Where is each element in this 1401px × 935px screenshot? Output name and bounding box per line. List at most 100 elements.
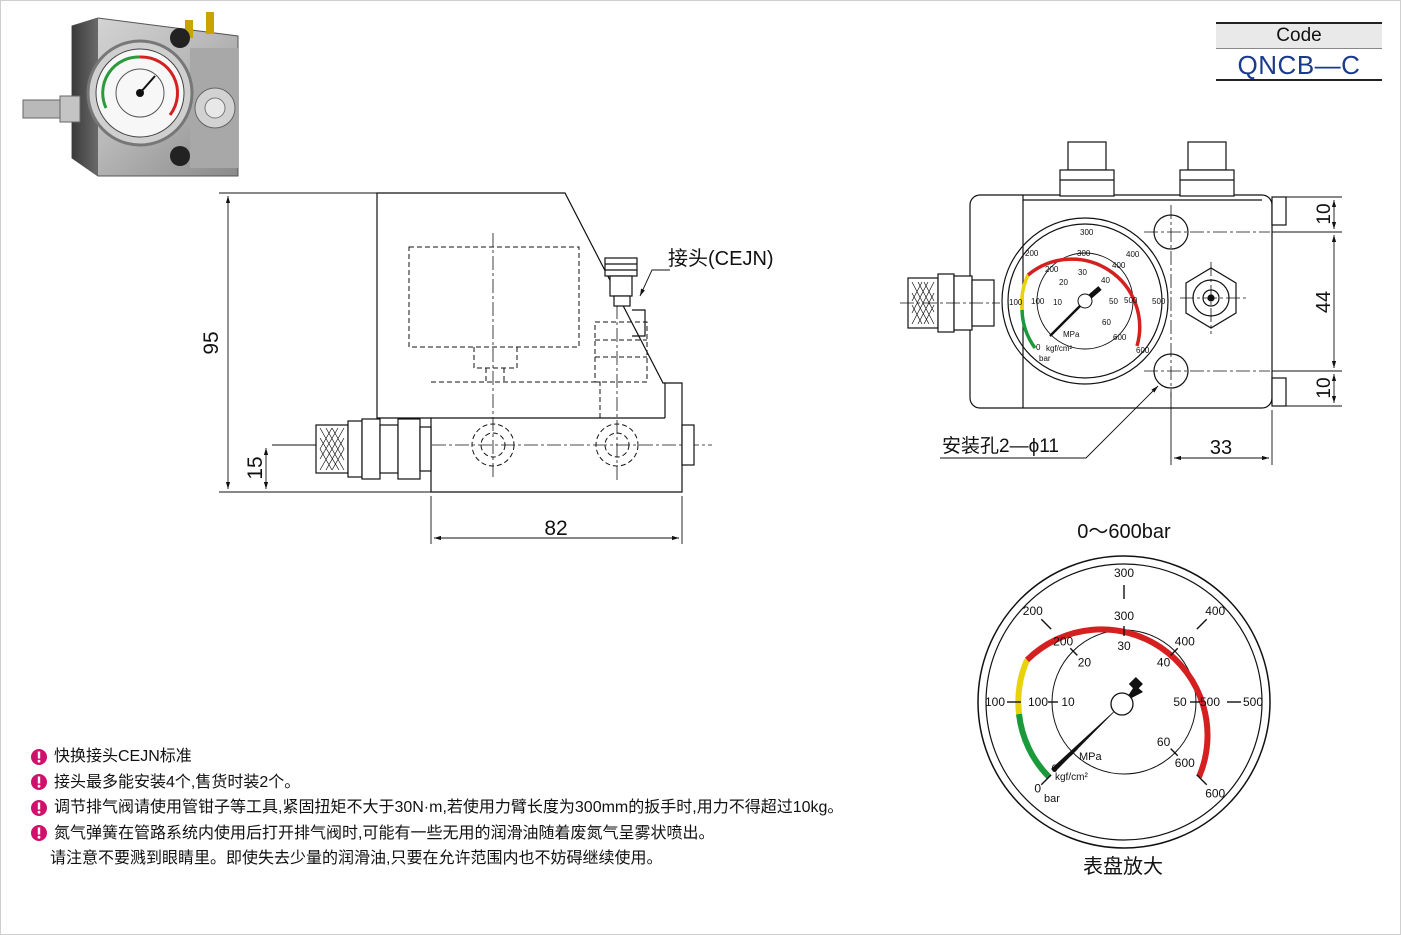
- note-item-continued: 请注意不要溅到眼睛里。即使失去少量的润滑油,只要在允许范围内也不妨碍继续使用。: [30, 846, 1010, 872]
- gauge-inner-label: 50: [1173, 695, 1187, 709]
- gauge-inner-label: 30: [1117, 639, 1131, 653]
- front-center-lines: [900, 205, 1270, 398]
- gauge-inner-label: 40: [1157, 656, 1171, 670]
- front-gauge-arcs: [1019, 257, 1142, 350]
- side-connector-cejn: [604, 257, 646, 337]
- dim-front-offset-33: 33: [1210, 437, 1232, 459]
- gauge-bezel-outer: [977, 555, 1271, 849]
- gauge-needle: [1051, 676, 1143, 772]
- dim-bottom-15: 15: [244, 456, 267, 479]
- svg-text:400: 400: [1126, 250, 1140, 259]
- gauge-outer-label: 500: [1243, 695, 1263, 709]
- note-item: 氮气弹簧在管路系统内使用后打开排气阀时,可能有一些无用的润滑油随着废氮气呈雾状喷…: [30, 821, 1010, 847]
- code-header: Code: [1216, 22, 1382, 49]
- warning-bullet-icon: [31, 774, 47, 791]
- warning-bullet-icon: [31, 825, 47, 842]
- gauge-inner-tick: [1069, 647, 1078, 656]
- svg-text:600: 600: [1136, 346, 1150, 355]
- gauge-arc-red: [1024, 626, 1211, 779]
- svg-text:60: 60: [1102, 318, 1111, 327]
- gauge-middle-label: 600: [1175, 756, 1195, 770]
- gauge-labels: 1002003004005006001002003004005006001020…: [985, 566, 1263, 800]
- gauge-unit-inner: MPa: [1079, 751, 1103, 763]
- gauge-outer-label: 0: [1034, 781, 1041, 795]
- side-dimensions: [219, 192, 683, 544]
- side-body-outline: [376, 192, 683, 493]
- svg-text:kgf/cm²: kgf/cm²: [1046, 344, 1073, 353]
- gauge-middle-label: 400: [1175, 634, 1195, 648]
- svg-text:400: 400: [1112, 261, 1126, 270]
- warning-bullet-icon: [31, 748, 47, 765]
- note-text: 调节排气阀请使用管钳子等工具,紧固扭矩不大于30N·m,若使用力臂长度为300m…: [54, 799, 844, 816]
- front-dimensions: [940, 196, 1342, 465]
- gauge-outer-label: 300: [1114, 566, 1134, 580]
- gauge-outer-label: 600: [1205, 786, 1225, 800]
- gauge-outer-label: 400: [1205, 604, 1225, 618]
- svg-text:300: 300: [1080, 228, 1094, 237]
- svg-text:10: 10: [1053, 298, 1062, 307]
- notes-list: 快换接头CEJN标准 接头最多能安装4个,售货时装2个。 调节排气阀请使用管钳子…: [30, 744, 1010, 872]
- note-text: 快换接头CEJN标准: [54, 748, 192, 765]
- mount-hole-label: 安装孔2—ϕ11: [942, 435, 1059, 457]
- gauge-inner-label: 10: [1061, 695, 1075, 709]
- gauge-enlarged: 0～600bar 1002003004005006001002003004005…: [977, 521, 1271, 878]
- front-view: [907, 141, 1287, 409]
- connector-label: 接头(CEJN): [668, 247, 774, 270]
- gauge-bezel-inner: [985, 563, 1263, 841]
- gauge-inner-tick: [1170, 647, 1179, 656]
- front-gauge-needle: [1049, 286, 1102, 337]
- front-gauge-bezel: [1001, 217, 1169, 385]
- svg-text:MPa: MPa: [1063, 330, 1080, 339]
- dim-front-top-10: 10: [1314, 203, 1335, 224]
- code-value: QNCB—C: [1216, 49, 1382, 81]
- product-photo: [22, 12, 239, 177]
- dim-width-82: 82: [544, 517, 567, 540]
- svg-text:100: 100: [1009, 298, 1023, 307]
- gauge-major-tick: [1196, 774, 1208, 786]
- dim-front-middle-44: 44: [1313, 291, 1335, 313]
- knurl-pattern-left: [319, 427, 345, 471]
- svg-text:50: 50: [1109, 297, 1118, 306]
- gauge-unit-middle: kgf/cm²: [1055, 772, 1088, 783]
- warning-bullet-icon: [31, 799, 47, 816]
- gauge-major-tick: [1040, 774, 1052, 786]
- gauge-caption: 表盘放大: [1083, 855, 1163, 878]
- gauge-range-label: 0～600bar: [1077, 521, 1171, 543]
- side-view: [272, 192, 712, 493]
- gauge-major-tick: [1196, 618, 1208, 630]
- front-top-connectors: [1059, 141, 1235, 197]
- note-text: 请注意不要溅到眼睛里。即使失去少量的润滑油,只要在允许范围内也不妨碍继续使用。: [50, 850, 663, 867]
- product-code-box: Code QNCB—C: [1216, 22, 1382, 81]
- dim-height-95: 95: [200, 331, 223, 354]
- svg-text:500: 500: [1152, 297, 1166, 306]
- svg-text:bar: bar: [1039, 354, 1051, 363]
- svg-text:600: 600: [1113, 333, 1127, 342]
- svg-text:500: 500: [1124, 296, 1138, 305]
- gauge-outer-label: 200: [1023, 604, 1043, 618]
- note-item: 调节排气阀请使用管钳子等工具,紧固扭矩不大于30N·m,若使用力臂长度为300m…: [30, 795, 1010, 821]
- svg-text:0: 0: [1036, 343, 1041, 352]
- gauge-middle-label: 300: [1114, 609, 1134, 623]
- svg-text:30: 30: [1078, 268, 1087, 277]
- gauge-inner-label: 60: [1157, 735, 1171, 749]
- note-item: 快换接头CEJN标准: [30, 744, 1010, 770]
- gauge-middle-label: 100: [1028, 695, 1048, 709]
- gauge-arc-green: [1016, 713, 1052, 780]
- gauge-middle-label: 200: [1053, 634, 1073, 648]
- note-text: 氮气弹簧在管路系统内使用后打开排气阀时,可能有一些无用的润滑油随着废氮气呈雾状喷…: [54, 824, 715, 842]
- gauge-inner-label: 20: [1078, 656, 1092, 670]
- svg-text:20: 20: [1059, 278, 1068, 287]
- svg-text:100: 100: [1031, 297, 1045, 306]
- note-item: 接头最多能安装4个,售货时装2个。: [30, 770, 1010, 796]
- side-fitting-left: [315, 418, 432, 480]
- gauge-arc-yellow: [1015, 658, 1030, 715]
- svg-text:200: 200: [1025, 249, 1039, 258]
- gauge-outer-label: 100: [985, 695, 1005, 709]
- svg-text:300: 300: [1077, 249, 1091, 258]
- gauge-major-tick: [1040, 618, 1052, 630]
- svg-text:40: 40: [1101, 276, 1110, 285]
- gauge-unit-outer: bar: [1044, 793, 1060, 805]
- gauge-middle-label: 500: [1200, 695, 1220, 709]
